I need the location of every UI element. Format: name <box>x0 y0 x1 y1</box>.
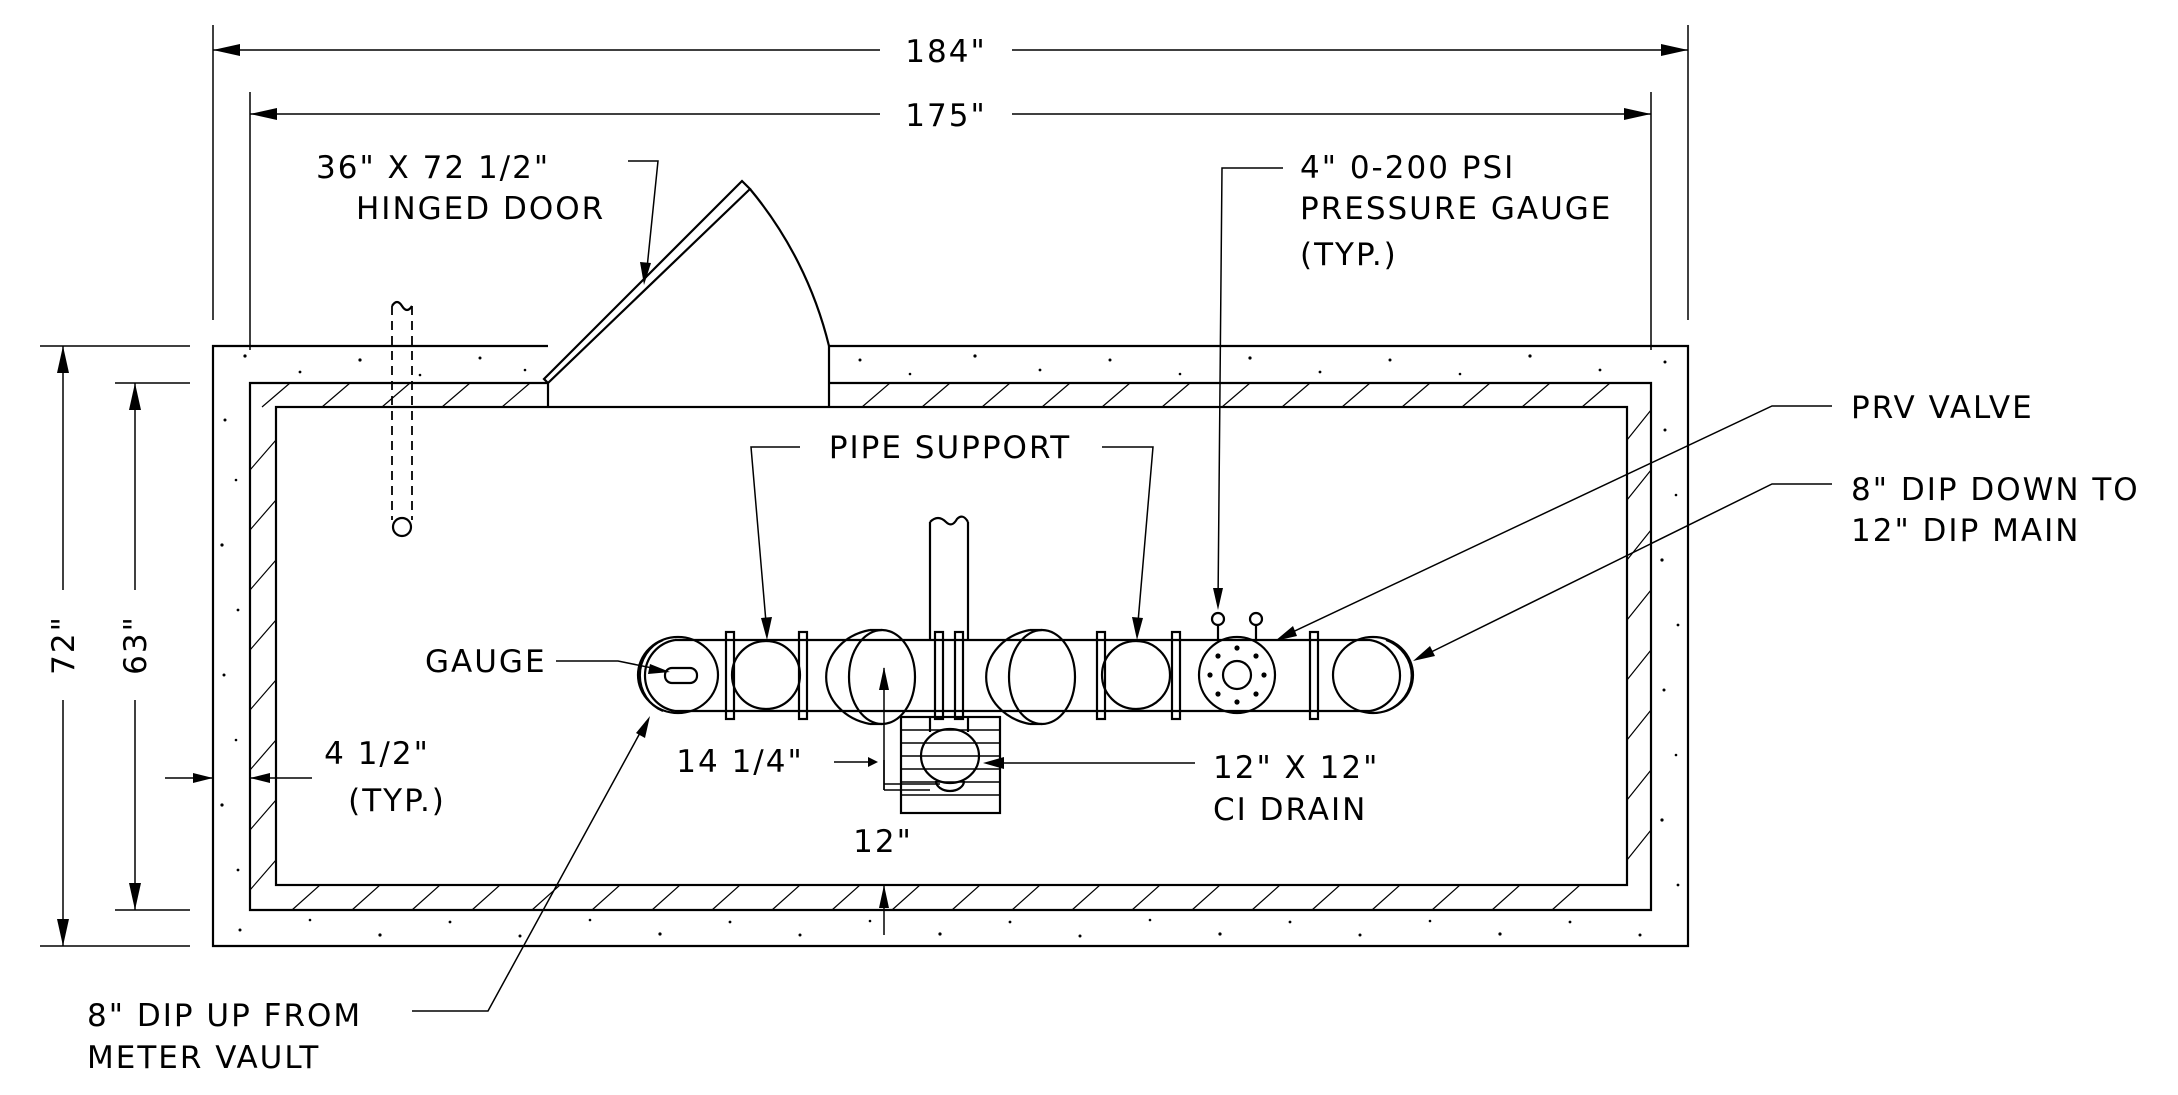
pressure-gauge-callout: 4" 0-200 PSI PRESSURE GAUGE (TYP.) <box>1213 150 1612 610</box>
inner-height-label: 63" <box>118 615 154 675</box>
drain-size-dimension: 12" <box>853 760 930 935</box>
pipe-flanges <box>724 630 1320 721</box>
overall-height-label: 72" <box>46 615 82 675</box>
dip-down-label-line2: 12" DIP MAIN <box>1851 513 2080 549</box>
pressure-gauge-icons <box>1210 611 1264 640</box>
prv-valve-label: PRV VALVE <box>1851 390 2034 426</box>
valve-left <box>825 628 917 726</box>
gauge-slot <box>663 666 699 685</box>
inner-height-dimension: 63" <box>115 382 190 911</box>
wall-thickness-label: 4 1/2" <box>324 736 430 772</box>
drain-callout: 12" X 12" CI DRAIN <box>983 750 1379 828</box>
pipe-support-left <box>730 639 802 711</box>
wall-thickness-dimension: 4 1/2" (TYP.) <box>165 736 446 819</box>
drain-offset-label: 14 1/4" <box>676 744 803 780</box>
pipe-support-label: PIPE SUPPORT <box>829 430 1071 466</box>
liner-hatching <box>249 382 1652 911</box>
pipe-support-callout: PIPE SUPPORT <box>750 430 1154 640</box>
ci-drain <box>899 715 1002 815</box>
dip-up-callout: 8" DIP UP FROM METER VAULT <box>87 716 650 1076</box>
dip-up-label-line2: METER VAULT <box>87 1040 320 1076</box>
drain-size-callout-label: 12" X 12" <box>1213 750 1379 786</box>
pressure-gauge-size-label: 4" 0-200 PSI <box>1300 150 1515 186</box>
inner-width-label: 175" <box>905 98 986 134</box>
dip-down-label-line1: 8" DIP DOWN TO <box>1851 472 2140 508</box>
piping-assembly <box>636 515 1415 726</box>
drain-offset-dimension: 14 1/4" <box>676 667 940 790</box>
dip-down-callout: 8" DIP DOWN TO 12" DIP MAIN <box>1413 472 2140 661</box>
pipe-support-right <box>1100 639 1172 711</box>
overall-width-label: 184" <box>905 34 986 70</box>
concrete-speckle <box>220 354 1680 938</box>
drain-size-label: 12" <box>853 824 913 860</box>
overall-height-dimension: 72" <box>40 345 190 947</box>
prv-valve-callout: PRV VALVE <box>1275 390 2034 641</box>
vent-pipe <box>391 300 413 538</box>
pressure-gauge-type-label: PRESSURE GAUGE <box>1300 191 1612 227</box>
gauge-callout: GAUGE <box>425 644 670 680</box>
prv-valve <box>1197 635 1277 715</box>
pressure-gauge-typ-label: (TYP.) <box>1300 237 1398 273</box>
hinged-door <box>542 179 831 385</box>
wall-thickness-note: (TYP.) <box>348 783 446 819</box>
vault-walls <box>211 344 1690 948</box>
valve-right <box>985 628 1077 726</box>
door-size-label: 36" X 72 1/2" <box>316 150 550 186</box>
dip-up-label-line1: 8" DIP UP FROM <box>87 998 362 1034</box>
overall-width-dimension: 184" <box>212 25 1689 320</box>
gauge-label: GAUGE <box>425 644 547 680</box>
door-type-label: HINGED DOOR <box>356 191 605 227</box>
drain-type-callout-label: CI DRAIN <box>1213 792 1367 828</box>
door-callout: 36" X 72 1/2" HINGED DOOR <box>316 150 659 285</box>
inner-width-dimension: 175" <box>249 92 1652 350</box>
